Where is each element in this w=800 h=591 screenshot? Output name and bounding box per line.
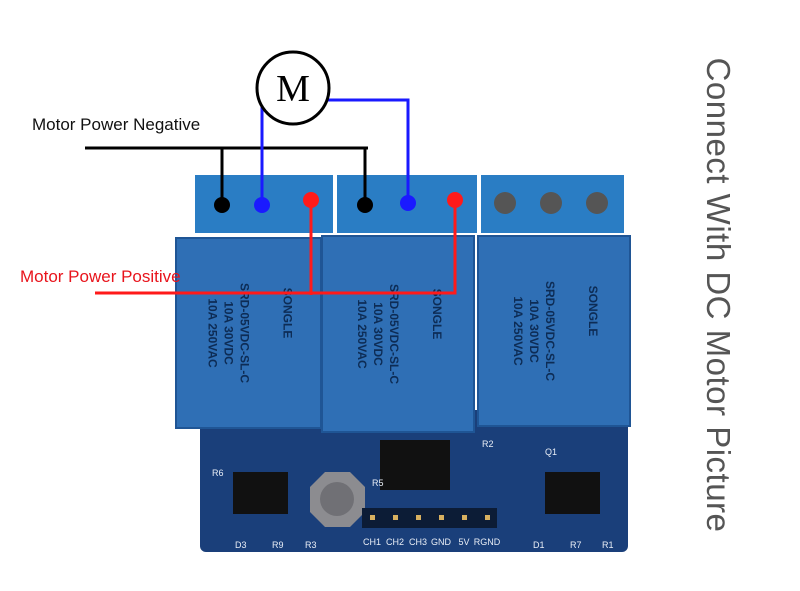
relay-marking: 10A 30VDC [527, 299, 541, 363]
reset-button-cap [320, 482, 354, 516]
chip [380, 440, 450, 490]
positive-label: Motor Power Positive [20, 267, 181, 286]
relay-brand: SONGLE [430, 289, 444, 340]
header-pin [416, 515, 421, 520]
board-mark: R2 [482, 439, 494, 449]
motor-terminal-dot [400, 195, 416, 211]
page-title: Connect With DC Motor Picture [700, 57, 737, 533]
header-pin [462, 515, 467, 520]
relay-marking: 10A 250VAC [355, 299, 369, 369]
board-mark: R9 [272, 540, 284, 550]
relay-marking: 10A 30VDC [222, 301, 236, 365]
relay-marking: 10A 250VAC [206, 298, 220, 368]
pin-header [362, 508, 497, 528]
pin-label: GND [431, 537, 452, 547]
header-pin [393, 515, 398, 520]
header-pin [485, 515, 490, 520]
negative-terminal-dot [214, 197, 230, 213]
board-mark: R6 [212, 468, 224, 478]
positive-wire [95, 200, 457, 295]
chip [233, 472, 288, 514]
pin-label: 5V [458, 537, 469, 547]
pin-label: CH2 [386, 537, 404, 547]
header-pin [370, 515, 375, 520]
board-mark: R3 [305, 540, 317, 550]
motor-symbol [255, 50, 331, 126]
motor-label: M [276, 68, 310, 110]
relay-brand: SONGLE [586, 286, 600, 337]
pin-label: CH1 [363, 537, 381, 547]
positive-terminal-dot [447, 192, 463, 208]
board-mark: D1 [533, 540, 545, 550]
board-mark: R7 [570, 540, 582, 550]
relay-marking: SRD-05VDC-SL-C [387, 284, 401, 384]
board-mark: R5 [372, 478, 384, 488]
motor-terminal-dot [254, 197, 270, 213]
board-mark: D3 [235, 540, 247, 550]
chip [545, 472, 600, 514]
negative-label: Motor Power Negative [32, 115, 201, 134]
relay-marking: SRD-05VDC-SL-C [238, 283, 252, 383]
pin-label: RGND [474, 537, 501, 547]
relay-marking: 10A 250VAC [511, 296, 525, 366]
board-mark: Q1 [545, 447, 557, 457]
negative-terminal-dot [357, 197, 373, 213]
relay-brand: SONGLE [281, 288, 295, 339]
positive-terminal-dot [303, 192, 319, 208]
header-pin [439, 515, 444, 520]
terminal-block-3 [481, 175, 624, 233]
relay-marking: 10A 30VDC [371, 302, 385, 366]
motor-wire-2 [325, 98, 410, 205]
relay-marking: SRD-05VDC-SL-C [543, 281, 557, 381]
pin-label: CH3 [409, 537, 427, 547]
board-mark: R1 [602, 540, 614, 550]
